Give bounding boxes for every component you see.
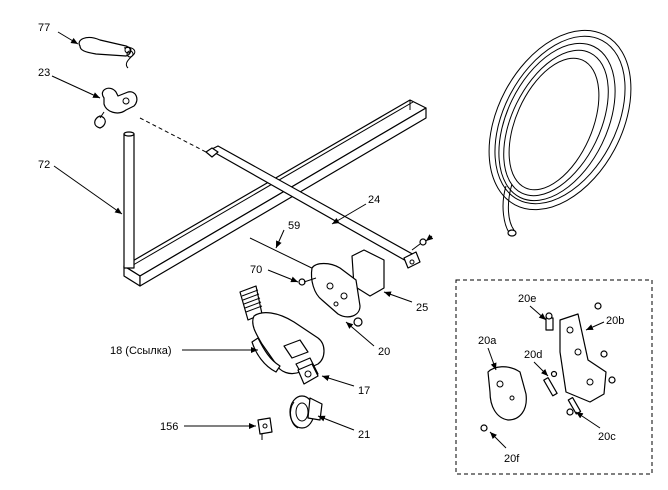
callout-156: 156 — [160, 421, 178, 433]
callout-21: 21 — [358, 429, 370, 441]
bracket-assembly — [298, 249, 385, 327]
leader-lines — [51, 31, 605, 449]
hose-coil — [488, 29, 632, 237]
callout-20: 20 — [378, 346, 390, 358]
callout-24: 24 — [368, 194, 380, 206]
nozzle-guard — [297, 363, 319, 385]
callout-70: 70 — [250, 264, 262, 276]
frame-rail — [123, 99, 427, 287]
spray-tip — [257, 417, 273, 440]
wing-clamp — [94, 87, 138, 129]
callout-17: 17 — [358, 385, 370, 397]
spring-clip — [78, 36, 136, 69]
end-screw — [411, 234, 434, 251]
callout-23: 23 — [38, 67, 50, 79]
callout-20a: 20a — [478, 335, 497, 347]
callout-59: 59 — [288, 220, 300, 232]
inset-box — [455, 279, 653, 475]
callout-25: 25 — [416, 302, 428, 314]
tip-guard — [289, 395, 323, 429]
callout-20d: 20d — [524, 349, 542, 361]
callout-20f: 20f — [504, 453, 520, 465]
cross-rod — [139, 117, 421, 269]
callout-77: 77 — [38, 22, 50, 34]
callout-20e: 20e — [518, 293, 536, 305]
callout-18: 18 (Ссылка) — [110, 345, 172, 357]
callout-20b: 20b — [606, 315, 624, 327]
callout-20c: 20c — [598, 431, 616, 443]
wand-rod — [249, 237, 321, 273]
callout-72: 72 — [38, 159, 50, 171]
vertical-post — [123, 131, 135, 269]
